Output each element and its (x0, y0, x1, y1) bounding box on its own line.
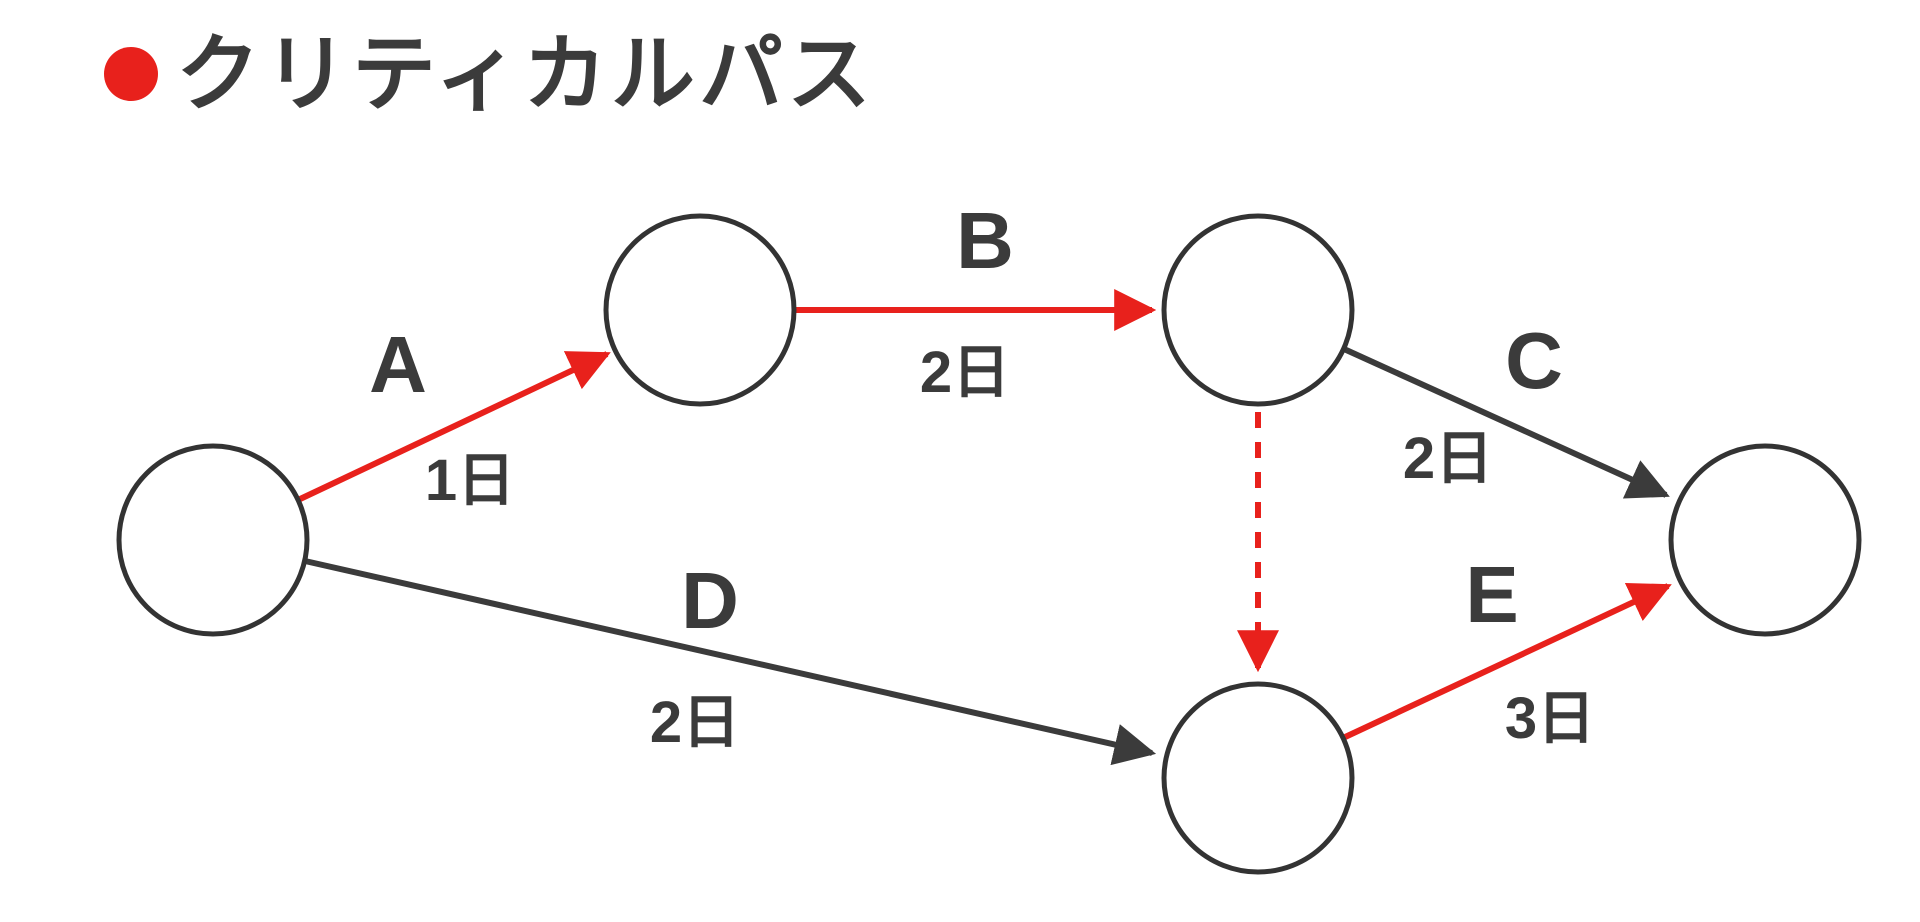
edge-activity-c (1342, 346, 1670, 499)
node-end (1668, 443, 1862, 637)
edge-label-a: A (369, 320, 427, 409)
page-header: クリティカルパス (104, 28, 875, 120)
edge-label-e: E (1465, 550, 1518, 639)
node-after-a (603, 213, 797, 407)
edge-duration-c: 2日 (1403, 426, 1493, 491)
node-after-d (1161, 681, 1355, 875)
edge-activity-e (1341, 582, 1672, 741)
edge-duration-d: 2日 (650, 690, 740, 755)
edge-duration-b: 2日 (920, 340, 1010, 405)
node-start (116, 443, 310, 637)
edge-duration-e: 3日 (1505, 686, 1595, 751)
red-bullet-icon (104, 47, 158, 102)
node-after-b (1161, 213, 1355, 407)
edge-activity-d (304, 558, 1157, 766)
page-title: クリティカルパス (176, 27, 875, 121)
edge-duration-a: 1日 (425, 448, 515, 513)
edge-label-b: B (956, 196, 1014, 285)
edge-activity-a (296, 351, 611, 503)
edge-label-d: D (681, 556, 739, 645)
edge-label-c: C (1505, 316, 1563, 405)
